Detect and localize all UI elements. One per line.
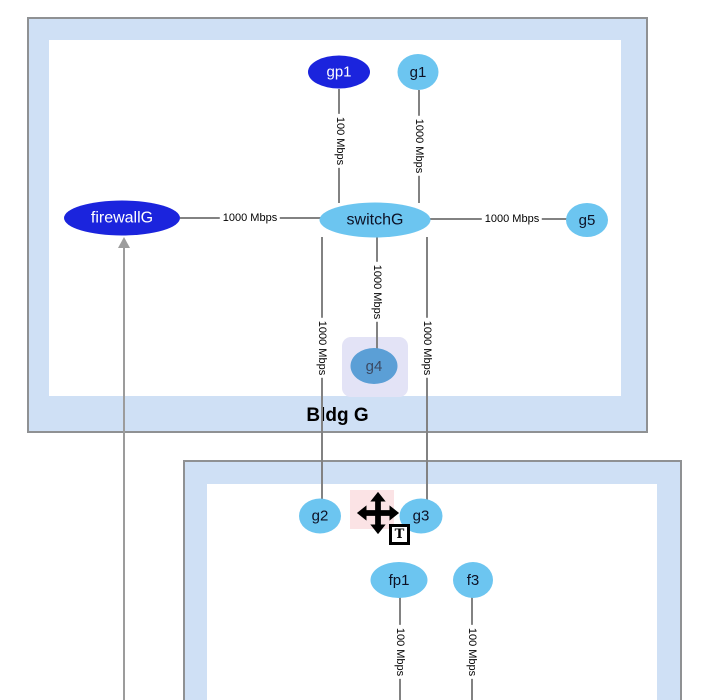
arrow-up-head-icon [118, 237, 130, 248]
node-g4-label: g4 [365, 357, 383, 375]
building-lower[interactable] [183, 460, 682, 700]
node-firewallG[interactable]: firewallG [64, 200, 180, 236]
link-label: 1000 Mbps [412, 115, 426, 177]
node-firewallG-label: firewallG [90, 209, 154, 226]
link-label: 1000 Mbps [481, 212, 543, 226]
node-fp1[interactable]: fp1 [370, 562, 428, 598]
node-g5-label: g5 [578, 211, 596, 229]
link-label: 100 Mbps [393, 624, 407, 680]
node-f3[interactable]: f3 [453, 562, 493, 598]
node-g1[interactable]: g1 [397, 54, 439, 90]
node-g3-label: g3 [412, 507, 430, 525]
edge-arrow-to-firewallG[interactable] [123, 247, 125, 700]
link-label: 1000 Mbps [420, 317, 434, 379]
link-label: 1000 Mbps [370, 261, 384, 323]
node-switchG[interactable]: switchG [319, 202, 431, 238]
node-g2-label: g2 [311, 507, 329, 525]
node-gp1-label: gp1 [326, 63, 352, 81]
node-fp1-label: fp1 [388, 571, 410, 589]
link-label: 100 Mbps [333, 113, 347, 169]
node-g1-label: g1 [409, 63, 427, 81]
building-bldg-g-label: Bldg G [306, 405, 369, 426]
node-g5[interactable]: g5 [566, 203, 608, 237]
node-f3-label: f3 [466, 571, 480, 589]
link-label: 1000 Mbps [219, 211, 281, 225]
text-tool-badge: T [389, 524, 410, 545]
node-switchG-label: switchG [346, 211, 404, 228]
node-gp1[interactable]: gp1 [308, 55, 370, 89]
link-label: 100 Mbps [465, 624, 479, 680]
link-label: 1000 Mbps [315, 317, 329, 379]
node-g4[interactable]: g4 [350, 348, 398, 384]
drop-highlight [350, 490, 394, 529]
text-tool-badge-letter: T [394, 527, 405, 542]
node-g2[interactable]: g2 [299, 498, 341, 534]
move-cursor-icon [355, 490, 401, 536]
